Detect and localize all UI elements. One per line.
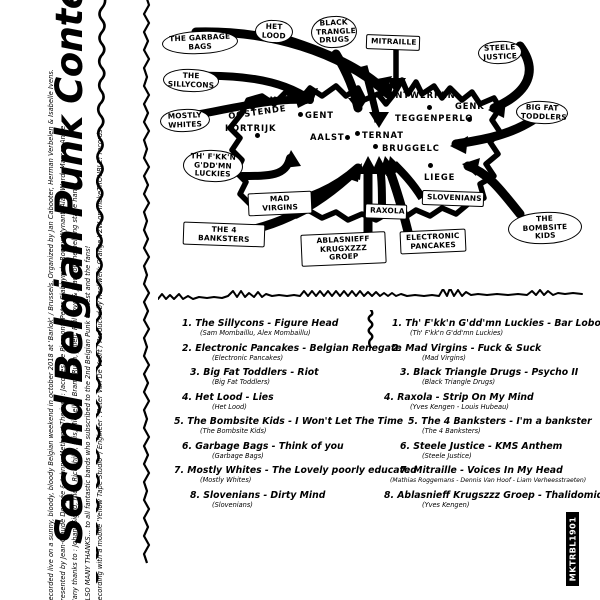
track-item: 2. Electronic Pancakes - Belgian Renegat… [168, 342, 402, 363]
track-item: 1. Th' F'kk'n G'dd'mn Luckies - Bar Lobo… [378, 318, 600, 338]
track-credit: (Yves Kengen) [422, 500, 470, 509]
city-label-brugge: BRUGGE [255, 95, 300, 105]
credit-line: Recorded live on a sunny, bloody, bloody… [47, 69, 55, 600]
track-credit: (Mathias Roggemans - Dennis Van Hoof - L… [390, 477, 587, 484]
track-credit: (Steele Justice) [422, 451, 472, 460]
track-item: 5. The Bombsite Kids - I Won't Let The T… [168, 416, 404, 436]
track-item: 4. Raxola - Strip On My Mind (Yves Kenge… [378, 392, 583, 412]
city-dot-aalst [345, 135, 350, 140]
city-dot-bruggelc [373, 144, 378, 149]
catalog-number-text: MKTRBL1901 [567, 516, 578, 582]
credit-line: Many thanks to : Johan, Sigrid, Nico, Ri… [71, 182, 80, 600]
track-credit: (The Bombsite Kids) [200, 427, 267, 435]
track-title: 2. Electronic Pancakes - Belgian Renegat… [182, 342, 402, 354]
city-dot-gent [298, 112, 303, 117]
callout-raxola[interactable]: RAXOLA [364, 203, 408, 220]
track-title: 6. Garbage Bags - Think of you [182, 440, 344, 452]
track-item: 3. Big Fat Toddlers - Riot (Big Fat Todd… [168, 367, 373, 387]
city-label-ternat: TERNAT [362, 130, 404, 140]
city-label-teggenperlo: TEGGENPERLO [395, 113, 474, 123]
city-label-aalst: AALST [310, 132, 345, 142]
divider-tick-between-columns [366, 310, 376, 348]
divider-squiggle-vertical-right [139, 0, 153, 600]
track-item: 1. The Sillycons - Figure Head (Sam Momb… [168, 318, 373, 338]
track-title: 4. Raxola - Strip On My Mind [384, 391, 534, 403]
track-title: 8. Slovenians - Dirty Mind [190, 489, 326, 501]
city-dot-antwerpen [379, 92, 384, 97]
catalog-number-badge: MKTRBL1901 [566, 512, 579, 586]
track-credit: (The 4 Banksters) [422, 427, 481, 435]
callout-slovenians[interactable]: SLOVENIANS [421, 189, 485, 207]
track-title: 7. Mitraille - Voices In My Head [400, 465, 563, 476]
track-item: 3. Black Triangle Drugs - Psycho II (Bla… [378, 367, 583, 387]
credit-line: Presented by Jean-Claude Doppée & Johnny… [59, 125, 68, 600]
callout-het-lood[interactable]: HET LOOD [254, 19, 294, 44]
track-item: 7. Mostly Whites - The Lovely poorly edu… [168, 465, 417, 485]
track-title: 8. Ablasnieff Krugszzz Groep - Thalidomi… [384, 489, 600, 501]
tracklist-side-b: 1. Th' F'kk'n G'dd'mn Luckies - Bar Lobo… [378, 318, 600, 514]
track-credit: (Black Triangle Drugs) [422, 378, 496, 386]
track-item: 8. Slovenians - Dirty Mind (Slovenians) [168, 490, 373, 510]
track-title: 2. Mad Virgins - Fuck & Suck [392, 342, 542, 354]
track-credit: (Big Fat Toddlers) [212, 378, 270, 386]
callout-electronic-pancakes[interactable]: ELECTRONIC PANCAKES [399, 228, 467, 255]
belgium-map [150, 8, 600, 283]
map-artwork [186, 27, 541, 244]
callout-mad-virgins[interactable]: MAD VIRGINS [247, 190, 313, 217]
track-item: 6. Garbage Bags - Think of you (Garbage … [168, 441, 373, 461]
track-title: 3. Big Fat Toddlers - Riot [190, 367, 319, 378]
track-credit: (Slovenians) [212, 500, 253, 509]
track-title: 3. Black Triangle Drugs - Psycho II [400, 367, 579, 378]
city-dot-kortrijk [255, 133, 260, 138]
city-label-bruggelc: BRUGGELC [382, 143, 440, 153]
city-dot-teggenperlo [427, 105, 432, 110]
city-label-genk: GENK [455, 101, 485, 111]
track-title: 1. Th' F'kk'n G'dd'mn Luckies - Bar Lobo… [392, 318, 600, 329]
track-item: 5. The 4 Banksters - I'm a bankster (The… [378, 416, 592, 436]
track-credit: (Th' F'kk'n G'dd'mn Luckies) [410, 329, 504, 337]
track-title: 4. Het Lood - Lies [182, 391, 274, 403]
divider-squiggle-vertical-left [96, 0, 112, 600]
track-title: 6. Steele Justice - KMS Anthem [400, 440, 563, 452]
track-credit: (Het Lood) [212, 402, 247, 411]
track-credit: (Mad Virgins) [422, 353, 466, 362]
track-item: 4. Het Lood - Lies (Het Lood) [168, 392, 373, 412]
track-title: 5. The 4 Banksters - I'm a bankster [408, 416, 592, 427]
callout-mitraille[interactable]: MITRAILLE [365, 34, 421, 51]
callout-the-4-banksters[interactable]: THE 4 BANKSTERS [182, 221, 266, 248]
city-dot-liege [428, 163, 433, 168]
track-item: 8. Ablasnieff Krugszzz Groep - Thalidomi… [378, 489, 600, 510]
track-credit: (Mostly Whites) [200, 476, 252, 484]
city-label-gent: GENT [305, 110, 334, 120]
track-title: 1. The Sillycons - Figure Head [182, 318, 339, 329]
tracklist-side-a: 1. The Sillycons - Figure Head (Sam Momb… [168, 318, 417, 514]
divider-squiggle-horizontal [158, 289, 600, 305]
track-title: 5. The Bombsite Kids - I Won't Let The T… [174, 416, 404, 427]
city-dot-brugge [250, 105, 255, 110]
city-label-kortrijk: KORTRIJK [225, 123, 277, 133]
callout-ablasnieff-krugxzzz-groep[interactable]: ABLASNIEFF KRUGXZZZ GROEP [300, 231, 387, 267]
credit-line: ALSO MANY THANKS... to all fantastic ban… [83, 245, 92, 600]
track-credit: (Yves Kengen - Louis Hubeau) [410, 402, 509, 411]
track-credit: (Electronic Pancakes) [212, 353, 284, 362]
track-credit: (Sam Mombaillu, Alex Mombaillu) [200, 329, 311, 337]
city-dot-ternat [355, 131, 360, 136]
track-item: 6. Steele Justice - KMS Anthem (Steele J… [378, 441, 583, 461]
city-dot-teggenperlo-2 [467, 117, 472, 122]
track-credit: (Garbage Bags) [212, 451, 264, 460]
city-label-antwerpen: ANTWERPEN [388, 90, 456, 100]
track-item: 7. Mitraille - Voices In My Head (Mathia… [378, 465, 587, 485]
track-item: 2. Mad Virgins - Fuck & Suck (Mad Virgin… [378, 343, 583, 363]
city-label-liege: LIEGE [424, 172, 456, 182]
track-title: 7. Mostly Whites - The Lovely poorly edu… [174, 465, 417, 476]
